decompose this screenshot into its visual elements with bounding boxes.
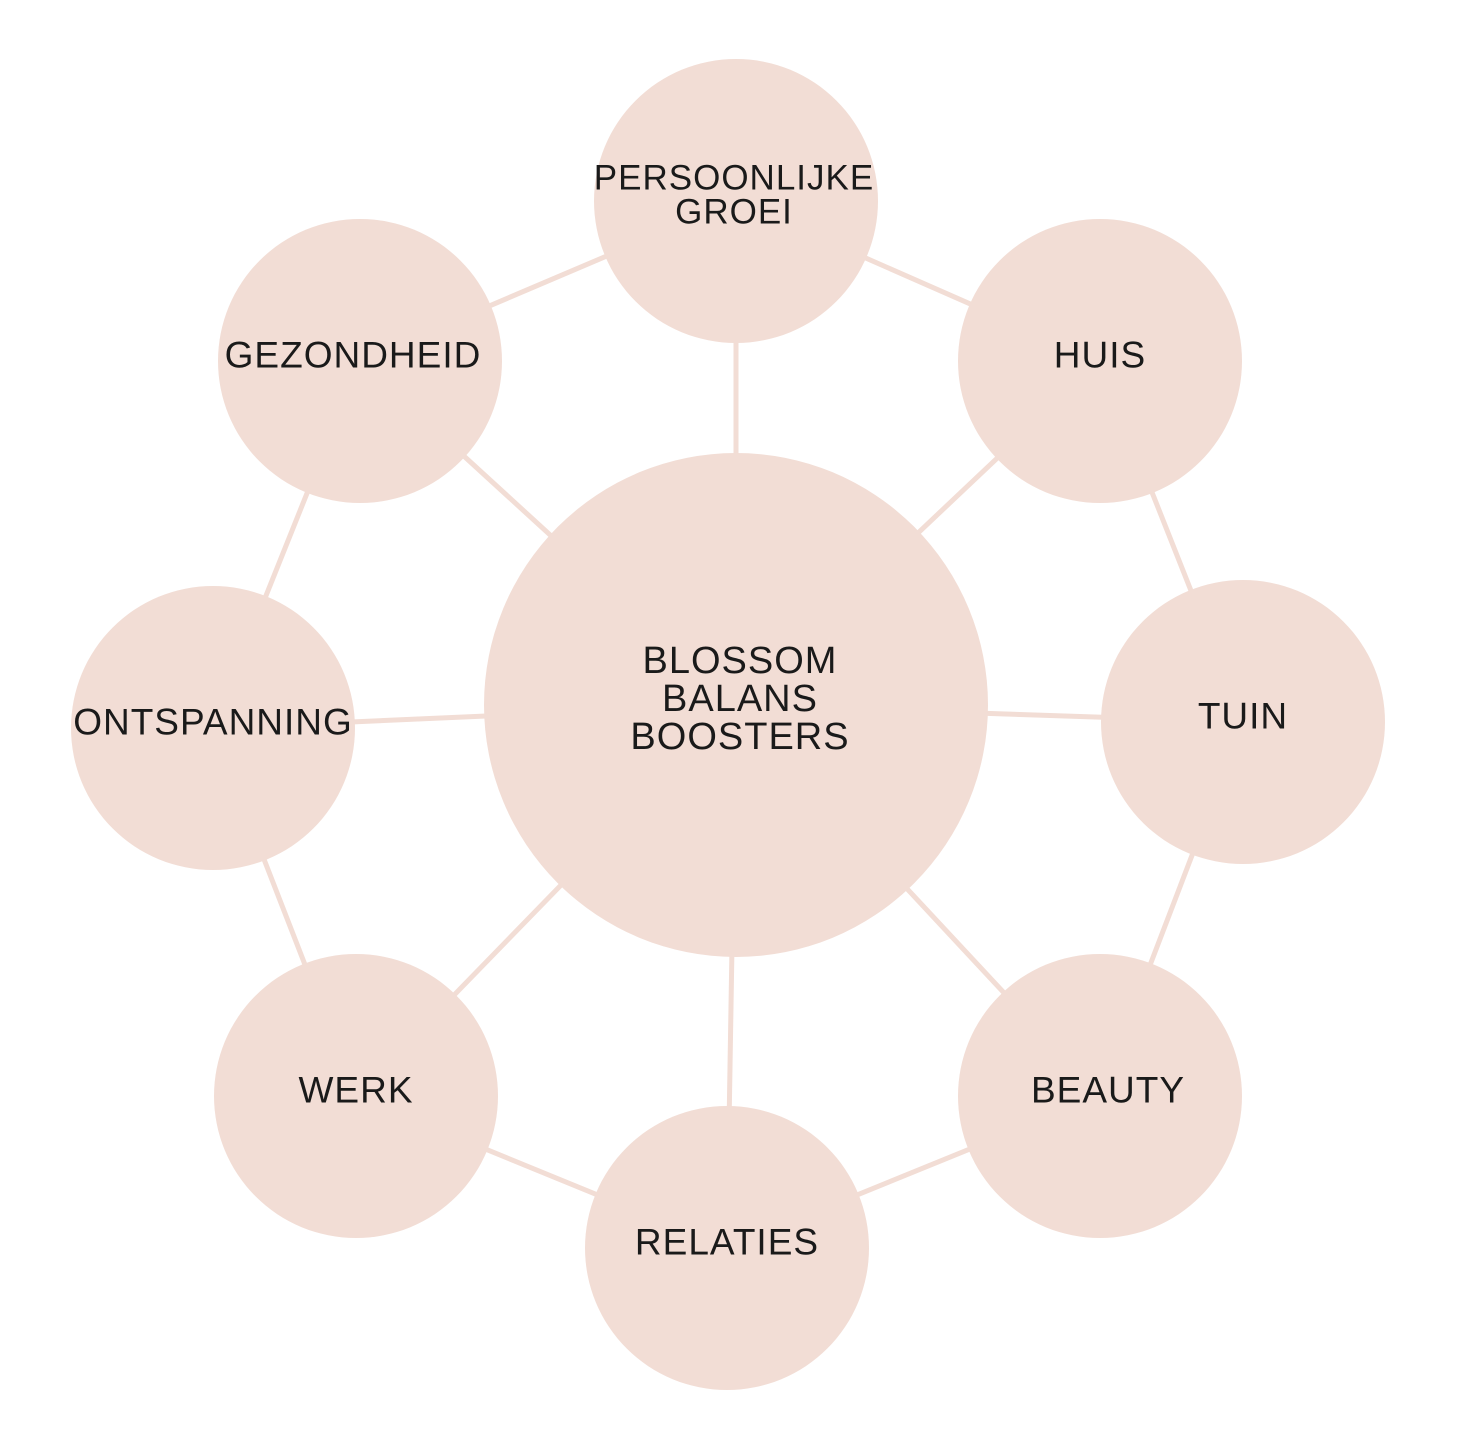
node-circle-werk — [214, 954, 498, 1238]
center-label-line-3: BOOSTERS — [630, 716, 849, 758]
node-ontspanning: ONTSPANNING — [71, 586, 355, 870]
center-label-line-1: BLOSSOM — [643, 640, 838, 682]
node-werk: WERK — [214, 954, 498, 1238]
node-label-beauty-line-1: BEAUTY — [1031, 1070, 1185, 1111]
node-label-tuin-line-1: TUIN — [1198, 696, 1288, 737]
center-circle — [484, 453, 988, 957]
node-circle-relaties — [585, 1106, 869, 1390]
center-label-line-2: BALANS — [662, 678, 818, 720]
node-label-huis-line-1: HUIS — [1054, 335, 1146, 376]
node-label-ontspanning-line-1: ONTSPANNING — [73, 702, 353, 743]
node-circle-gezondheid — [218, 219, 502, 503]
node-circle-huis — [958, 219, 1242, 503]
node-label-werk-line-1: WERK — [299, 1070, 414, 1111]
node-circle-beauty — [958, 954, 1242, 1238]
node-tuin: TUIN — [1101, 580, 1385, 864]
node-label-persoonlijke-groei-line-1: PERSOONLIJKE — [594, 159, 874, 198]
node-circle-ontspanning — [71, 586, 355, 870]
node-label-gezondheid-line-1: GEZONDHEID — [225, 335, 482, 376]
node-huis: HUIS — [958, 219, 1242, 503]
node-relaties: RELATIES — [585, 1106, 869, 1390]
node-circle-tuin — [1101, 580, 1385, 864]
node-label-persoonlijke-groei-line-2: GROEI — [675, 193, 793, 232]
node-beauty: BEAUTY — [958, 954, 1242, 1238]
node-label-relaties-line-1: RELATIES — [635, 1222, 819, 1263]
node-gezondheid: GEZONDHEID — [218, 219, 502, 503]
node-circle-persoonlijke-groei — [594, 59, 878, 343]
